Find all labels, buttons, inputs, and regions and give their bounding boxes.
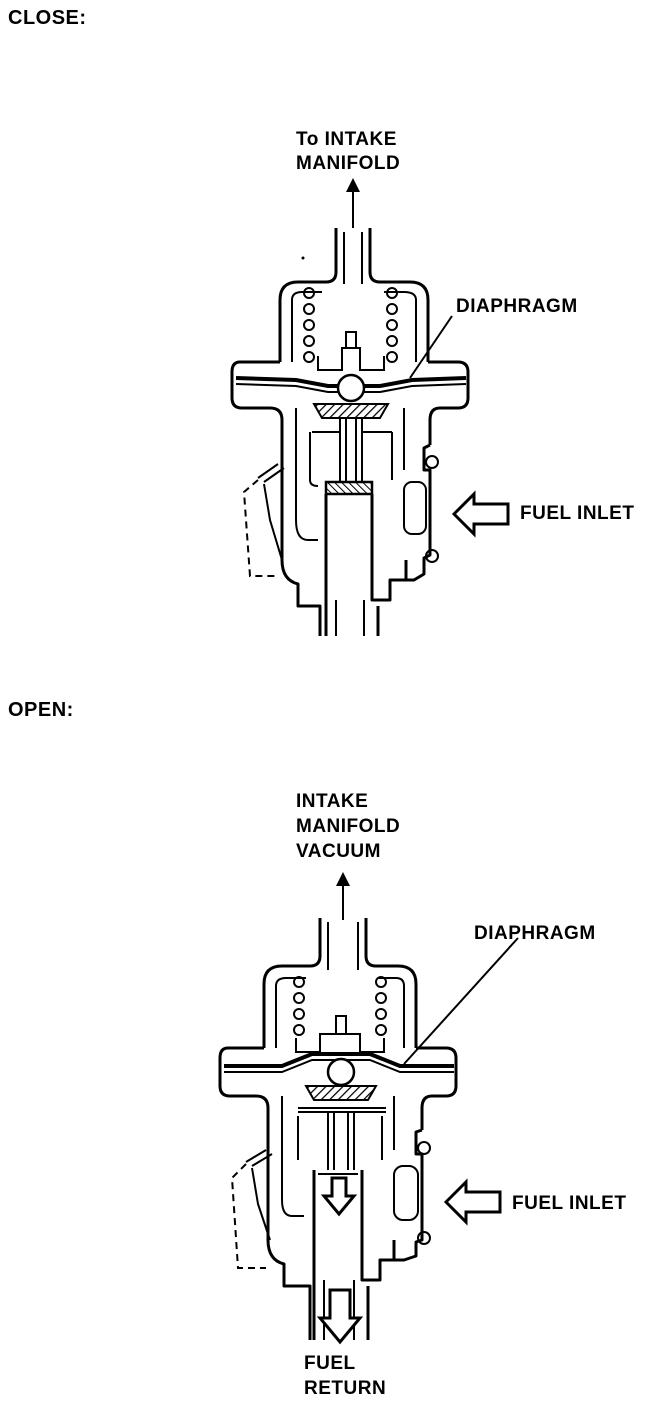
close-valve-assembly bbox=[312, 331, 390, 419]
open-outlet-pipe bbox=[262, 918, 418, 1048]
close-diaphragm-label: DIAPHRAGM bbox=[456, 296, 578, 317]
close-outlet-label-line2: MANIFOLD bbox=[296, 153, 401, 174]
open-vacuum-arrow bbox=[336, 872, 350, 920]
open-upper-housing-inner bbox=[275, 977, 405, 1048]
close-outlet-label-line1: To INTAKE bbox=[296, 129, 397, 150]
open-spring-right bbox=[375, 976, 387, 1036]
close-return-tube bbox=[324, 480, 408, 636]
close-outlet-arrow bbox=[346, 178, 360, 228]
open-bracket bbox=[230, 1149, 273, 1269]
open-valve-assembly bbox=[295, 1015, 386, 1113]
open-diaphragm-leader bbox=[403, 937, 519, 1065]
close-bracket bbox=[242, 463, 285, 577]
close-diaphragm-leader bbox=[409, 315, 453, 379]
open-internal-flow-arrow bbox=[320, 1176, 358, 1217]
open-diaphragm-label: DIAPHRAGM bbox=[474, 923, 596, 944]
close-spring-right bbox=[386, 287, 398, 363]
open-fuel-return-label-line1: FUEL bbox=[304, 1353, 356, 1374]
open-vacuum-label-line2: MANIFOLD bbox=[296, 816, 401, 837]
close-outlet-pipe bbox=[278, 228, 430, 362]
open-inlet-housing bbox=[393, 1128, 431, 1262]
close-upper-housing-inner bbox=[291, 291, 417, 362]
open-flange bbox=[218, 1046, 458, 1340]
open-spring-left bbox=[293, 976, 305, 1036]
close-inner-body bbox=[295, 408, 405, 541]
close-section-title: CLOSE: bbox=[8, 7, 87, 29]
open-fuel-inlet-label: FUEL INLET bbox=[512, 1193, 627, 1214]
close-spring-left bbox=[303, 287, 315, 363]
open-section-title: OPEN: bbox=[8, 699, 74, 721]
open-vacuum-label-line3: VACUUM bbox=[296, 841, 381, 862]
open-regulator-diagram bbox=[218, 872, 519, 1345]
open-vacuum-label-line1: INTAKE bbox=[296, 791, 369, 812]
close-flange bbox=[230, 360, 470, 636]
open-return-tube bbox=[312, 1170, 396, 1340]
open-fuel-return-arrow bbox=[316, 1288, 364, 1345]
close-regulator-diagram bbox=[230, 178, 510, 636]
close-fuel-inlet-arrow bbox=[451, 490, 510, 538]
close-inlet-housing bbox=[403, 443, 439, 582]
close-speck bbox=[301, 256, 305, 260]
open-fuel-inlet-arrow bbox=[443, 1178, 502, 1226]
close-fuel-inlet-label: FUEL INLET bbox=[520, 503, 635, 524]
open-fuel-return-label-line2: RETURN bbox=[304, 1378, 387, 1399]
open-inner-body bbox=[281, 1096, 395, 1217]
